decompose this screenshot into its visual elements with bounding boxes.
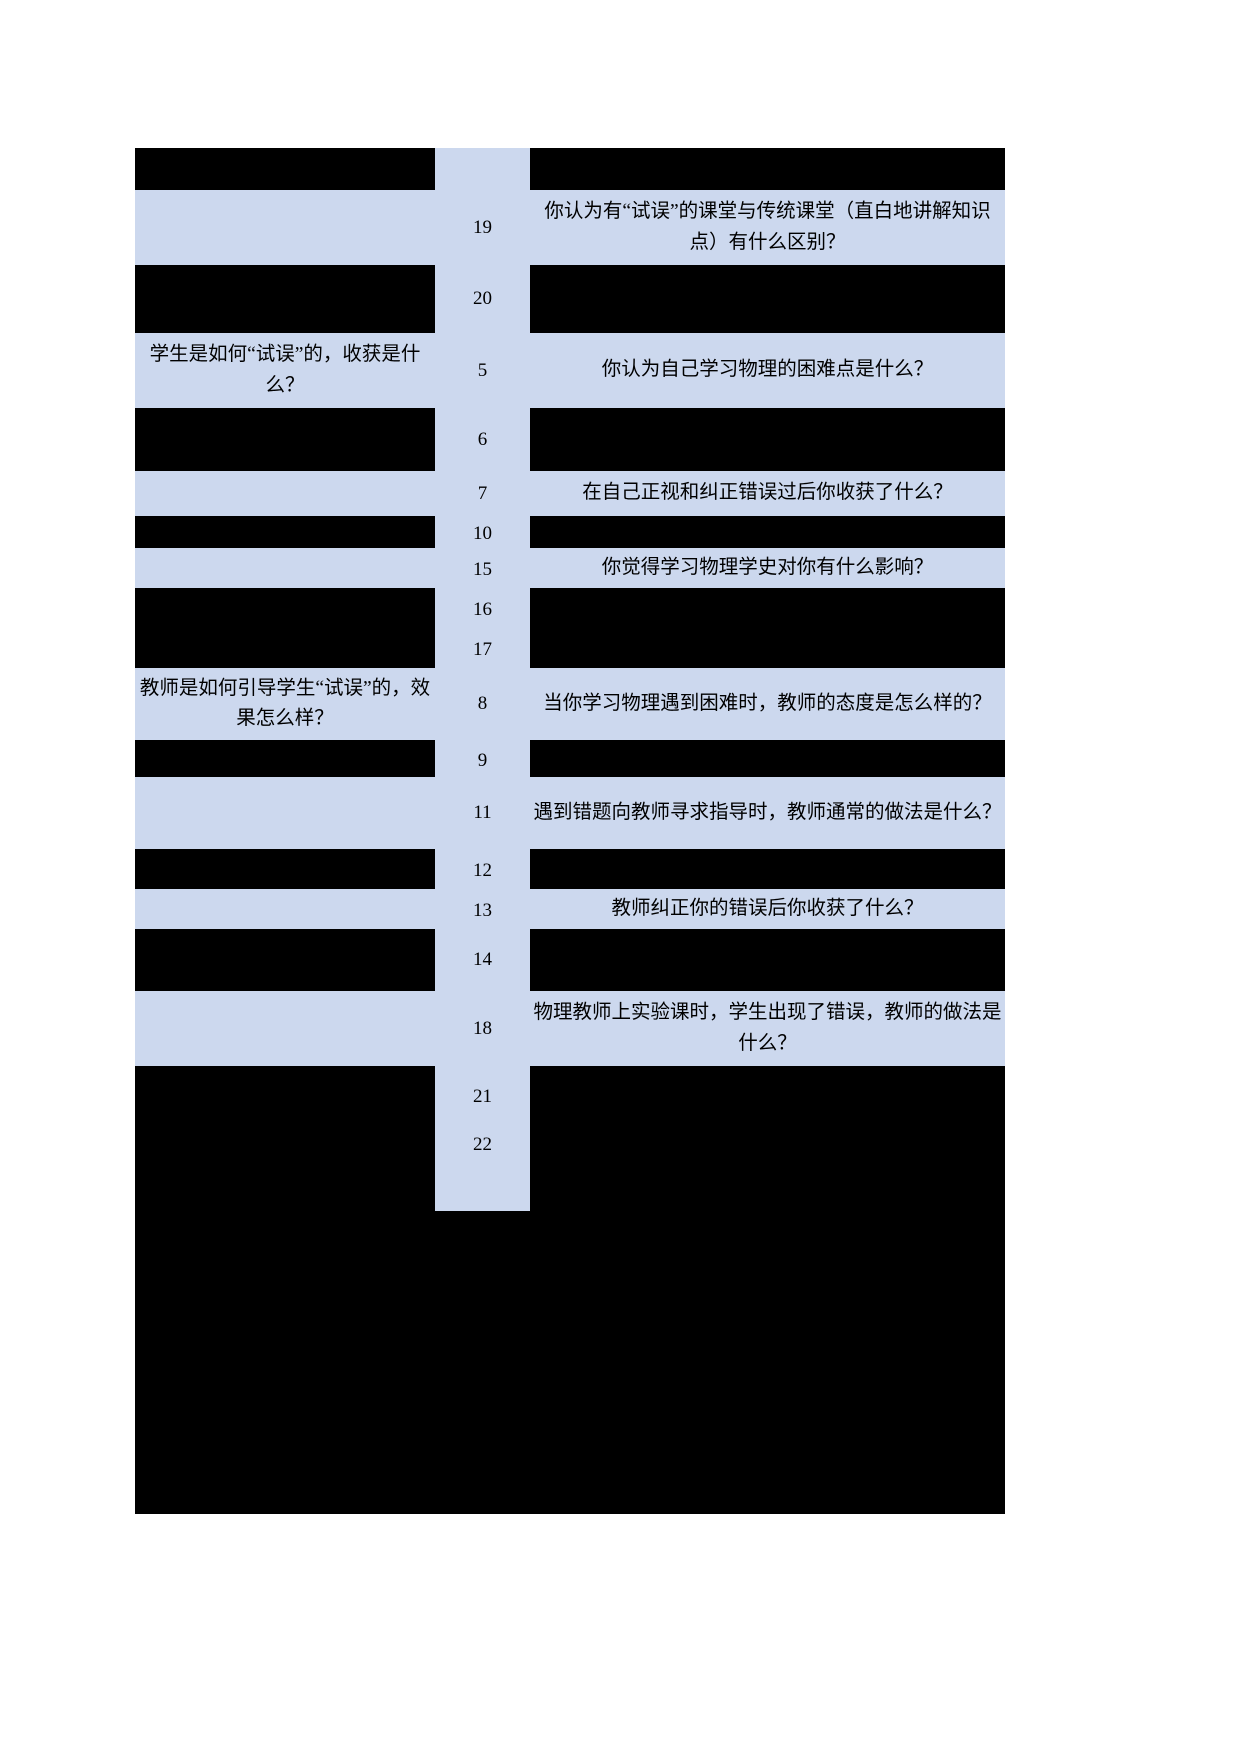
question-cell: 教师纠正你的错误后你收获了什么？ (530, 889, 1005, 929)
trailing-number-label: 22 (473, 1134, 492, 1155)
theme-cell (135, 265, 435, 333)
table-row: 14 (135, 929, 1005, 991)
table-row: 9 (135, 740, 1005, 777)
question-cell (530, 929, 1005, 991)
table-row: 10 (135, 516, 1005, 548)
number-cell: 20 (435, 265, 530, 333)
table-row (135, 148, 1005, 190)
table-row: 19 你认为有“试误”的课堂与传统课堂（直白地讲解知识点）有什么区别？ (135, 190, 1005, 265)
table-row: 20 (135, 265, 1005, 333)
theme-cell (135, 588, 435, 628)
theme-cell: 教师是如何引导学生“试误”的，效果怎么样？ (135, 668, 435, 740)
table-row: 12 (135, 849, 1005, 889)
table-body: 19 你认为有“试误”的课堂与传统课堂（直白地讲解知识点）有什么区别？ 20 学… (135, 148, 1005, 1133)
number-cell: 21 (435, 1066, 530, 1128)
question-cell: 当你学习物理遇到困难时，教师的态度是怎么样的？ (530, 668, 1005, 740)
question-cell: 你认为自己学习物理的困难点是什么？ (530, 333, 1005, 408)
table-row: 学生是如何“试误”的，收获是什么？ 5 你认为自己学习物理的困难点是什么？ (135, 333, 1005, 408)
question-cell: 你认为有“试误”的课堂与传统课堂（直白地讲解知识点）有什么区别？ (530, 190, 1005, 265)
number-cell (435, 148, 530, 190)
number-cell: 11 (435, 777, 530, 849)
table-row: 16 (135, 588, 1005, 628)
question-cell: 遇到错题向教师寻求指导时，教师通常的做法是什么？ (530, 777, 1005, 849)
question-cell (530, 265, 1005, 333)
number-cell: 19 (435, 190, 530, 265)
number-cell: 12 (435, 849, 530, 889)
theme-cell (135, 471, 435, 516)
interview-question-table: 19 你认为有“试误”的课堂与传统课堂（直白地讲解知识点）有什么区别？ 20 学… (135, 148, 1005, 1133)
question-cell (530, 516, 1005, 548)
theme-cell (135, 849, 435, 889)
theme-cell (135, 929, 435, 991)
number-cell: 16 (435, 588, 530, 628)
number-cell: 9 (435, 740, 530, 777)
question-cell (530, 628, 1005, 668)
question-cell: 物理教师上实验课时，学生出现了错误，教师的做法是什么？ (530, 991, 1005, 1066)
number-cell: 7 (435, 471, 530, 516)
question-cell (530, 740, 1005, 777)
theme-cell (135, 991, 435, 1066)
theme-cell: 学生是如何“试误”的，收获是什么？ (135, 333, 435, 408)
number-cell: 13 (435, 889, 530, 929)
question-cell (530, 849, 1005, 889)
number-cell: 17 (435, 628, 530, 668)
number-cell: 8 (435, 668, 530, 740)
theme-cell (135, 516, 435, 548)
table-row: 6 (135, 408, 1005, 471)
table-row: 13 教师纠正你的错误后你收获了什么？ (135, 889, 1005, 929)
theme-cell (135, 628, 435, 668)
theme-cell (135, 889, 435, 929)
question-cell (530, 1066, 1005, 1128)
trailing-number-cell: 22 (435, 1124, 530, 1211)
trailing-redacted-block (135, 1124, 1005, 1514)
question-cell (530, 588, 1005, 628)
number-cell: 15 (435, 548, 530, 588)
theme-cell (135, 408, 435, 471)
table-row: 18 物理教师上实验课时，学生出现了错误，教师的做法是什么？ (135, 991, 1005, 1066)
question-cell (530, 408, 1005, 471)
number-cell: 6 (435, 408, 530, 471)
theme-cell (135, 740, 435, 777)
theme-cell (135, 548, 435, 588)
theme-cell (135, 1066, 435, 1128)
question-cell: 在自己正视和纠正错误过后你收获了什么？ (530, 471, 1005, 516)
table-row: 17 (135, 628, 1005, 668)
question-cell (530, 148, 1005, 190)
number-cell: 18 (435, 991, 530, 1066)
table-row: 11 遇到错题向教师寻求指导时，教师通常的做法是什么？ (135, 777, 1005, 849)
theme-cell (135, 777, 435, 849)
number-cell: 5 (435, 333, 530, 408)
table-row: 教师是如何引导学生“试误”的，效果怎么样？ 8 当你学习物理遇到困难时，教师的态… (135, 668, 1005, 740)
theme-cell (135, 190, 435, 265)
table-row: 21 (135, 1066, 1005, 1128)
question-cell: 你觉得学习物理学史对你有什么影响？ (530, 548, 1005, 588)
table-row: 7 在自己正视和纠正错误过后你收获了什么？ (135, 471, 1005, 516)
theme-cell (135, 148, 435, 190)
table-row: 15 你觉得学习物理学史对你有什么影响？ (135, 548, 1005, 588)
number-cell: 10 (435, 516, 530, 548)
number-cell: 14 (435, 929, 530, 991)
